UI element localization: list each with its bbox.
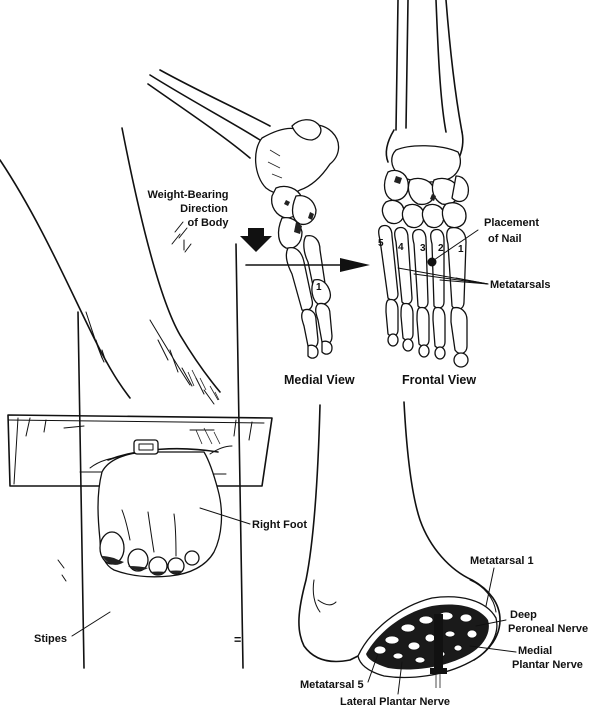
label-right-foot: Right Foot bbox=[252, 519, 307, 531]
label-lateral-plantar: Lateral Plantar Nerve bbox=[340, 696, 450, 708]
medial-view-foot bbox=[147, 69, 340, 359]
metatarsal-number-5: 5 bbox=[378, 238, 384, 249]
lower-leg bbox=[0, 127, 221, 405]
metatarsal-number-3: 3 bbox=[420, 243, 426, 254]
label-placement-2: of Nail bbox=[488, 233, 522, 245]
leader-lines bbox=[71, 229, 517, 695]
labels: Weight-Bearing Direction of Body Placeme… bbox=[34, 189, 588, 708]
frontal-view-foot bbox=[378, 0, 470, 368]
label-metatarsals: Metatarsals bbox=[490, 279, 551, 291]
weight-bearing-arrow bbox=[240, 228, 272, 252]
label-medial-plantar-2: Plantar Nerve bbox=[512, 659, 583, 671]
label-weight-bearing-3: of Body bbox=[188, 217, 230, 229]
suppedaneum-platform bbox=[7, 414, 273, 487]
metatarsal-number-1: 1 bbox=[458, 244, 464, 255]
medial-metatarsal-number: 1 bbox=[316, 282, 322, 293]
label-medial-view: Medial View bbox=[284, 373, 355, 387]
nail-path-arrow bbox=[245, 258, 370, 272]
label-medial-plantar-1: Medial bbox=[518, 645, 552, 657]
metatarsal-number-2: 2 bbox=[438, 243, 444, 254]
label-weight-bearing-1: Weight-Bearing bbox=[147, 189, 228, 201]
label-frontal-view: Frontal View bbox=[402, 373, 476, 387]
label-weight-bearing-2: Direction bbox=[180, 203, 228, 215]
break-mark: = bbox=[234, 633, 241, 647]
label-placement-1: Placement bbox=[484, 217, 539, 229]
label-metatarsal-1: Metatarsal 1 bbox=[470, 555, 534, 567]
label-metatarsal-5: Metatarsal 5 bbox=[300, 679, 364, 691]
heel-cross-section bbox=[298, 401, 501, 688]
stipes-wood bbox=[57, 221, 244, 669]
metatarsal-number-4: 4 bbox=[398, 242, 404, 253]
label-stipes: Stipes bbox=[34, 633, 67, 645]
label-deep-peroneal-2: Peroneal Nerve bbox=[508, 623, 588, 635]
right-foot bbox=[89, 427, 233, 578]
label-deep-peroneal-1: Deep bbox=[510, 609, 537, 621]
